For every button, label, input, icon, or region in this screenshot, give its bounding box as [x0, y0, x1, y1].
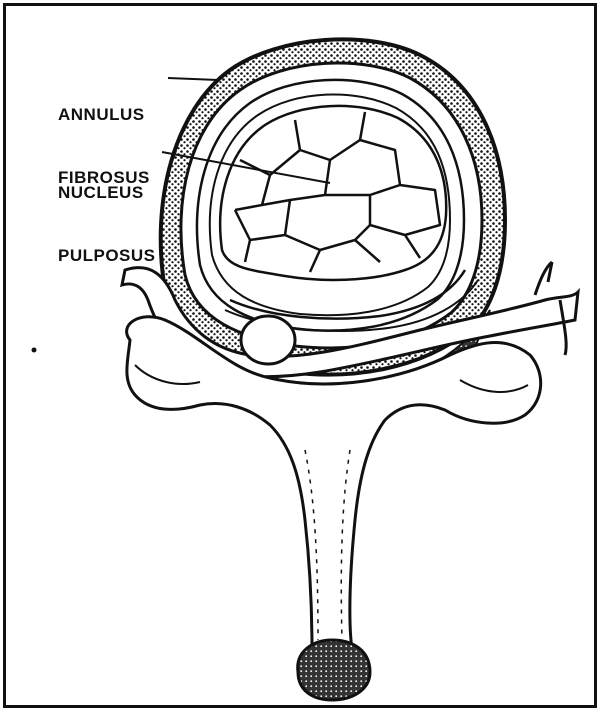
margin-speck [32, 348, 37, 353]
annulus-leader-line [168, 78, 218, 80]
nucleus-label-line2: PULPOSUS [58, 245, 156, 266]
annulus-label-line1: ANNULUS [58, 104, 150, 125]
nucleus-pulposus-shape [220, 106, 446, 280]
nucleus-pulposus-label: NUCLEUS PULPOSUS [58, 140, 156, 287]
nucleus-label-line1: NUCLEUS [58, 182, 156, 203]
